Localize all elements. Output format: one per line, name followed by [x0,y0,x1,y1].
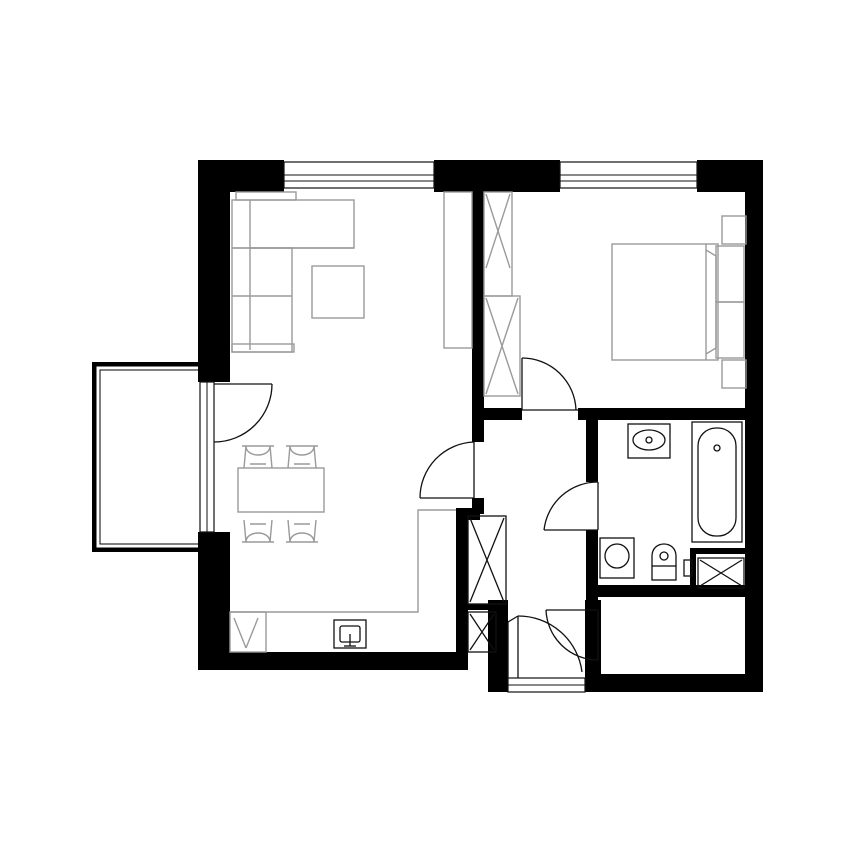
nightstands [721,215,747,389]
door-entrance [507,615,583,678]
double-bed [611,243,745,361]
dining-table [237,467,325,513]
door-bedroom [521,357,578,411]
interior-walls [456,188,763,670]
balcony [92,362,201,552]
doors [213,357,599,678]
bathtub [691,421,743,543]
exterior-walls [198,160,763,692]
hall-shaft [467,611,497,653]
door-bathroom [543,481,599,531]
kitchen-sink [333,619,367,649]
windows [199,161,698,693]
wardrobe-living [443,191,473,349]
door-storage [545,609,599,661]
kitchen-counter [229,509,456,653]
toilet [651,543,677,581]
dining-chairs [242,445,318,543]
bathroom-washbasin [627,423,671,459]
utility-shaft [683,557,745,589]
door-balcony [213,383,273,443]
sofa [231,191,355,353]
door-living [419,441,475,499]
bedroom-wardrobe [483,191,521,397]
hall-wardrobe [467,515,507,605]
coffee-table [311,265,365,319]
washing-machine [599,537,635,579]
